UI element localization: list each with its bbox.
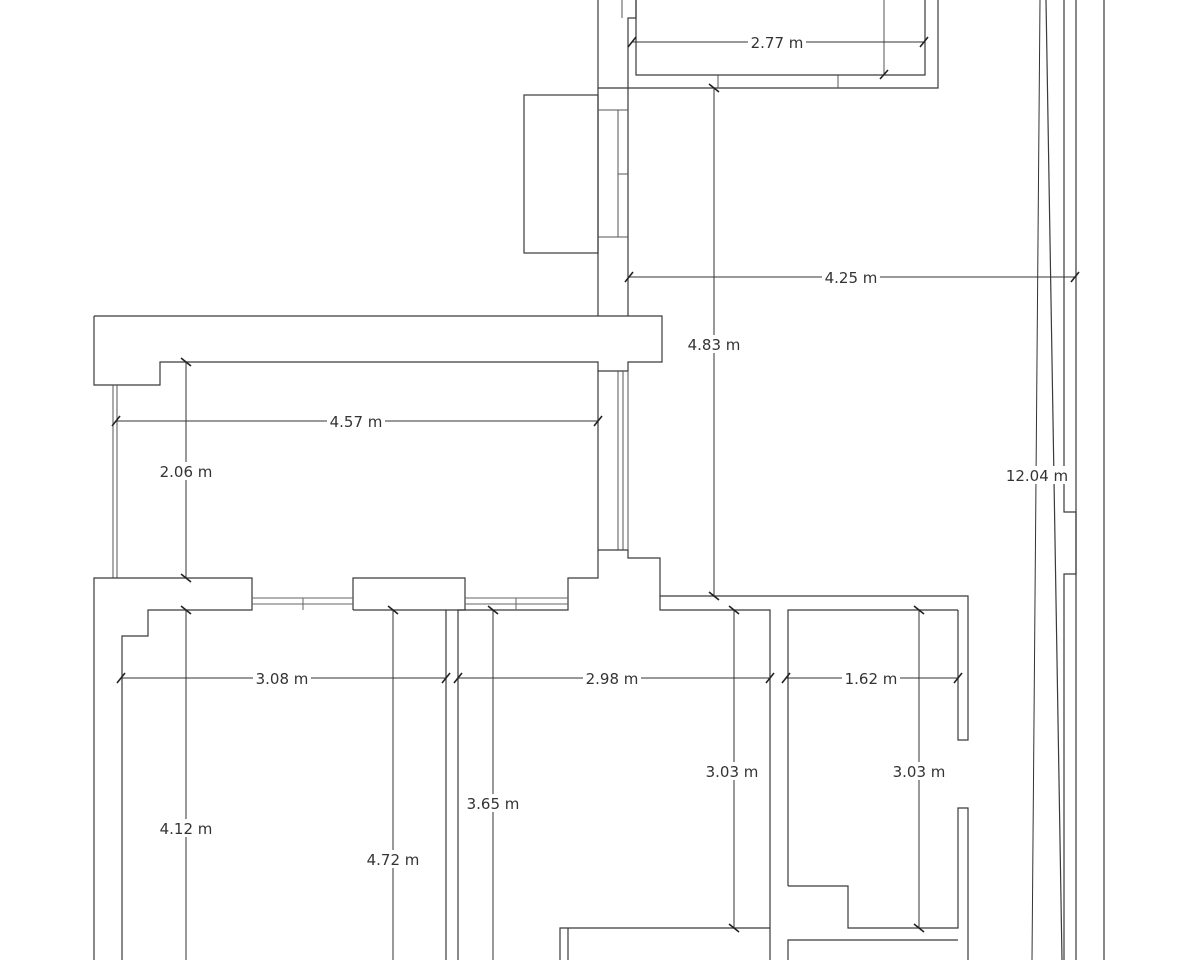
room-c-wall — [787, 609, 958, 886]
dim-tick — [728, 605, 740, 615]
dim-tick — [624, 271, 634, 283]
label-hall-width: 4.25 m — [825, 269, 878, 287]
label-room-c-width: 1.62 m — [845, 670, 898, 688]
label-room-b-height: 3.03 m — [706, 763, 759, 781]
label-balcony-width: 4.57 m — [330, 413, 383, 431]
balcony-right-wall — [597, 371, 969, 741]
dim-tick — [919, 36, 929, 48]
room-d-wall — [787, 939, 958, 960]
wardrobe — [523, 94, 599, 254]
dim-tick — [913, 923, 925, 933]
lower-mid-right-wall — [457, 550, 599, 960]
right-pilaster — [1063, 0, 1077, 960]
dim-tick — [453, 672, 463, 684]
dim-tick — [781, 672, 791, 684]
top-room-right-wall — [628, 0, 939, 89]
walls — [93, 0, 1105, 960]
room-b-right-wall — [659, 596, 771, 960]
dim-tick — [913, 605, 925, 615]
dim-tick — [708, 83, 720, 93]
label-hall-height: 4.83 m — [688, 336, 741, 354]
dim-tick — [111, 415, 121, 427]
dim-tick — [708, 591, 720, 601]
dim-tick — [116, 672, 126, 684]
label-room-b-width: 2.98 m — [586, 670, 639, 688]
lower-left-wall — [93, 577, 253, 960]
dim-tick — [765, 672, 775, 684]
lower-mid-wall — [352, 577, 466, 960]
room-b-inner-wall — [559, 927, 770, 960]
dimension-labels: 2.77 m 4.25 m 4.83 m 4.57 m 2.06 m 12.04… — [156, 33, 1070, 869]
dim-tick — [180, 573, 192, 583]
dim-tick — [728, 923, 740, 933]
dimension-lines — [111, 0, 1080, 960]
dim-tick — [879, 69, 889, 80]
dim-tick — [387, 605, 399, 615]
dim-tick — [593, 415, 603, 427]
label-room-a-width: 3.08 m — [256, 670, 309, 688]
dim-tick — [441, 672, 451, 684]
label-top-room-width: 2.77 m — [751, 34, 804, 52]
dim-tick — [953, 672, 963, 684]
label-balcony-depth: 2.06 m — [160, 463, 213, 481]
label-room-b-inner-height: 3.65 m — [467, 795, 520, 813]
dim-tick — [1070, 271, 1080, 283]
dim-tick — [180, 605, 192, 615]
dim-tick — [180, 357, 192, 367]
balcony-top-wall — [93, 315, 663, 386]
label-room-a-height: 4.12 m — [160, 820, 213, 838]
dim-tick — [487, 605, 499, 615]
room-c-bottom-wall — [788, 807, 969, 960]
label-total-length: 12.04 m — [1006, 467, 1068, 485]
label-room-a-inner-height: 4.72 m — [367, 851, 420, 869]
dim-tick — [627, 36, 637, 48]
label-room-c-height: 3.03 m — [893, 763, 946, 781]
